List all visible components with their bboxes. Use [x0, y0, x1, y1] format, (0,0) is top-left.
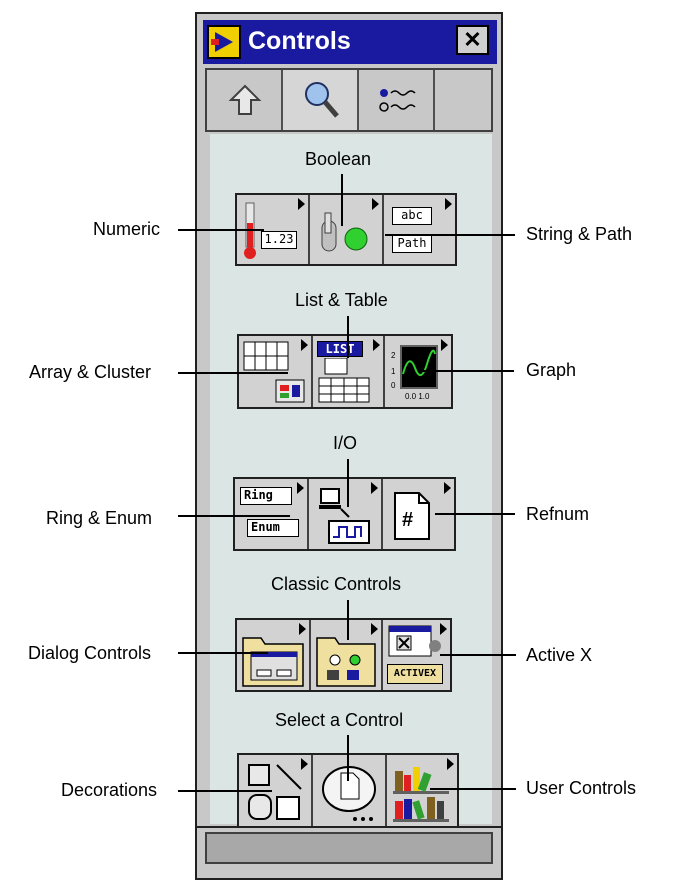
- title-bar[interactable]: [203, 20, 497, 64]
- thermometer-icon: [244, 202, 256, 259]
- submenu-arrow-icon: [297, 482, 304, 494]
- label-numeric: Numeric: [93, 219, 161, 239]
- select-control-palette-button[interactable]: [313, 755, 387, 827]
- refnum-symbol: #: [402, 509, 414, 531]
- label-boolean: Boolean: [305, 149, 372, 169]
- submenu-arrow-icon: [301, 758, 308, 770]
- activex-label: ACTIVEX: [387, 664, 443, 684]
- numeric-value: 1.23: [261, 231, 297, 249]
- toolbar-empty-slot: [435, 70, 491, 130]
- enum-label: Enum: [247, 519, 299, 537]
- palette-row-5: [237, 753, 459, 829]
- callout-line: [347, 459, 349, 507]
- folder-classic-icon: [316, 637, 376, 687]
- label-user-controls: User Controls: [526, 778, 637, 798]
- list-table-palette-button[interactable]: LIST: [313, 336, 385, 407]
- callout-line: [385, 234, 515, 236]
- callout-line: [178, 652, 268, 654]
- callout-line: [341, 174, 343, 226]
- io-palette-button[interactable]: [309, 479, 383, 549]
- refnum-palette-button[interactable]: #: [383, 479, 454, 549]
- close-button[interactable]: ✕: [456, 25, 489, 55]
- svg-text:0: 0: [391, 381, 396, 390]
- activex-palette-button[interactable]: ACTIVEX: [383, 620, 450, 690]
- array-cluster-icon: [243, 341, 305, 403]
- up-arrow-icon: [228, 84, 262, 115]
- label-dialog-controls: Dialog Controls: [28, 643, 152, 663]
- label-refnum: Refnum: [526, 504, 590, 524]
- palette-row-4: ACTIVEX: [235, 618, 452, 692]
- submenu-arrow-icon: [447, 758, 454, 770]
- io-icon: [319, 488, 370, 544]
- label-select-control: Select a Control: [275, 710, 404, 730]
- submenu-arrow-icon: [299, 623, 306, 635]
- label-io: I/O: [333, 433, 358, 453]
- palette-row-3: Ring Enum #: [233, 477, 456, 551]
- boolean-palette-button[interactable]: [310, 195, 384, 264]
- search-icon: [305, 82, 339, 118]
- submenu-arrow-icon: [441, 339, 448, 351]
- palette-row-1: 1.23 abc Path: [235, 193, 457, 266]
- callout-line: [178, 790, 272, 792]
- svg-text:1: 1: [391, 367, 396, 376]
- callout-line: [440, 654, 516, 656]
- submenu-arrow-icon: [371, 482, 378, 494]
- ring-label: Ring: [240, 487, 292, 505]
- string-abc-icon: abc: [392, 207, 432, 225]
- submenu-arrow-icon: [445, 198, 452, 210]
- array-cluster-palette-button[interactable]: [239, 336, 313, 407]
- user-controls-palette-button[interactable]: [387, 755, 457, 827]
- submenu-arrow-icon: [440, 623, 447, 635]
- submenu-arrow-icon: [444, 482, 451, 494]
- search-button[interactable]: [283, 70, 359, 130]
- submenu-arrow-icon: [298, 198, 305, 210]
- speech-bubble-file-icon: [322, 766, 376, 821]
- ring-enum-palette-button[interactable]: Ring Enum: [235, 479, 309, 549]
- resize-area[interactable]: [205, 832, 493, 864]
- table-grid-icon: [318, 358, 370, 403]
- callout-line: [347, 600, 349, 640]
- string-path-icon: Path: [392, 235, 432, 253]
- label-classic-controls: Classic Controls: [271, 574, 402, 594]
- callout-line: [347, 316, 349, 358]
- graph-icon: 2 1 0 0.0 1.0: [391, 345, 438, 401]
- options-icon: [379, 89, 416, 112]
- window-title: Controls: [248, 27, 351, 55]
- options-button[interactable]: [359, 70, 435, 130]
- bookshelf-icon: [393, 767, 449, 822]
- toggle-switch-icon: [321, 212, 368, 252]
- callout-line: [178, 372, 288, 374]
- label-ring-enum: Ring & Enum: [46, 508, 153, 528]
- submenu-arrow-icon: [371, 623, 378, 635]
- label-string-path: String & Path: [526, 224, 633, 244]
- callout-line: [178, 229, 264, 231]
- callout-line: [418, 370, 514, 372]
- up-button[interactable]: [207, 70, 283, 130]
- label-array-cluster: Array & Cluster: [29, 362, 152, 382]
- callout-line: [435, 513, 515, 515]
- string-path-palette-button[interactable]: abc Path: [384, 195, 455, 264]
- submenu-arrow-icon: [373, 339, 380, 351]
- label-graph: Graph: [526, 360, 577, 380]
- dialog-controls-palette-button[interactable]: [237, 620, 311, 690]
- submenu-arrow-icon: [372, 198, 379, 210]
- submenu-arrow-icon: [301, 339, 308, 351]
- callout-line: [347, 735, 349, 781]
- document-icon: [394, 492, 430, 540]
- label-list-table: List & Table: [295, 290, 388, 310]
- decorations-icon: [248, 764, 302, 820]
- svg-text:0.0 1.0: 0.0 1.0: [405, 392, 430, 401]
- label-decorations: Decorations: [61, 780, 158, 800]
- svg-text:2: 2: [391, 351, 396, 360]
- label-active-x: Active X: [526, 645, 593, 665]
- activex-window-icon: [388, 625, 441, 657]
- list-label: LIST: [317, 341, 363, 357]
- palette-row-2: LIST 2 1 0 0.0 1.0: [237, 334, 453, 409]
- callout-line: [430, 788, 516, 790]
- callout-line: [178, 515, 290, 517]
- folder-dialog-icon: [242, 637, 304, 687]
- decorations-palette-button[interactable]: [239, 755, 313, 827]
- labview-app-icon: [207, 25, 241, 59]
